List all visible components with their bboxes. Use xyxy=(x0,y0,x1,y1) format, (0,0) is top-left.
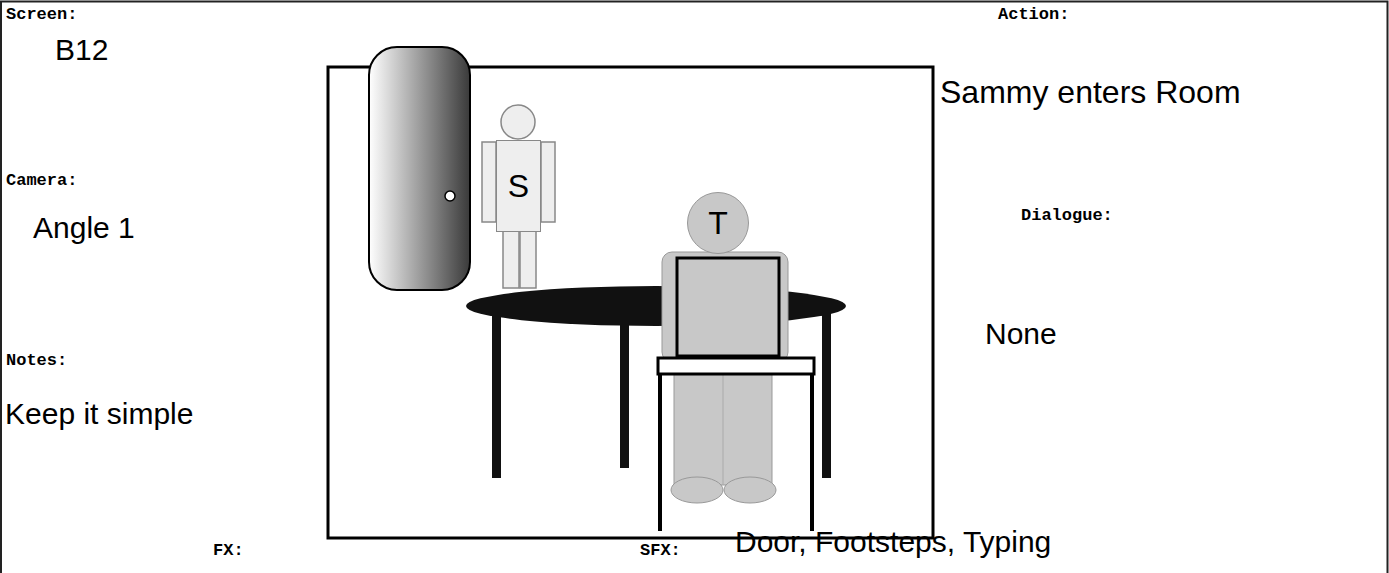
character-initial: T xyxy=(708,207,728,239)
field-value: None xyxy=(985,317,1057,352)
field-heading: Screen: xyxy=(6,5,77,25)
field-heading: SFX: xyxy=(640,541,681,561)
field-value: B12 xyxy=(55,33,108,68)
person-foot xyxy=(671,477,723,503)
person-legs xyxy=(674,370,772,485)
figure-arm xyxy=(482,142,496,222)
chair-seat xyxy=(658,358,814,374)
character-figure: S xyxy=(496,140,541,232)
table-leg xyxy=(492,312,501,478)
field-heading: Notes: xyxy=(6,351,67,371)
figure-leg xyxy=(503,230,519,288)
field-heading: Camera: xyxy=(6,171,77,191)
character-head: T xyxy=(687,192,749,254)
field-value: Keep it simple xyxy=(5,397,193,432)
chair-back xyxy=(677,258,779,356)
table-leg xyxy=(620,318,629,468)
field-heading: Dialogue: xyxy=(1021,206,1113,226)
character-initial: S xyxy=(508,170,529,202)
table-leg xyxy=(822,312,831,478)
field-value: Sammy enters Room xyxy=(940,74,1241,111)
door-knob xyxy=(445,191,455,201)
table-top xyxy=(466,286,846,326)
chair-leg xyxy=(658,374,662,531)
figure-leg xyxy=(520,230,536,288)
chair-leg xyxy=(810,374,814,531)
person-torso xyxy=(662,252,788,362)
field-heading: Action: xyxy=(998,5,1069,25)
field-value: Door, Footsteps, Typing xyxy=(735,525,1051,560)
person-foot xyxy=(724,477,776,503)
figure-arm xyxy=(541,142,555,222)
field-heading: FX: xyxy=(213,541,244,561)
door xyxy=(369,47,470,290)
field-value: Angle 1 xyxy=(33,211,135,246)
leg-divide xyxy=(723,375,724,485)
figure-head xyxy=(501,105,535,139)
